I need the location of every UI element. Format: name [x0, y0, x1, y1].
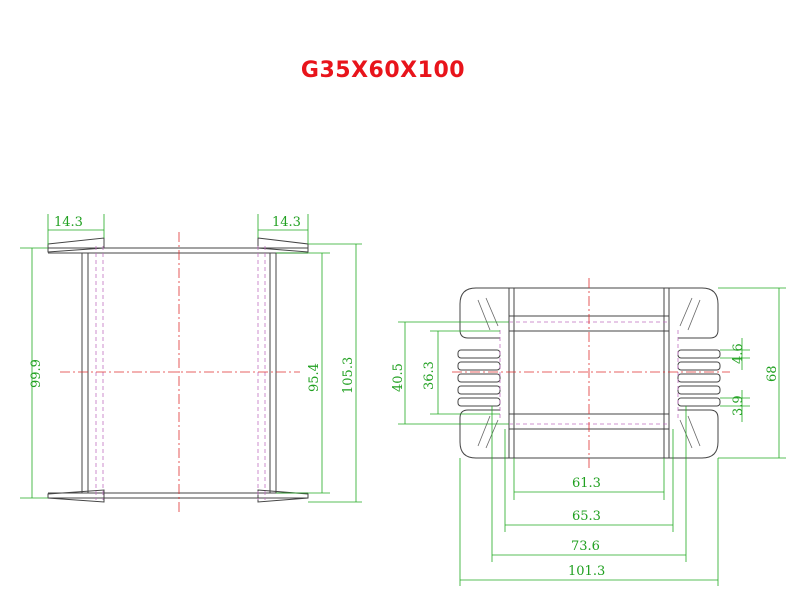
side-bottom-flange — [47, 489, 105, 503]
dim-total-height: 68 — [765, 365, 780, 382]
dim-fin-pitch: 4.6 — [731, 343, 746, 364]
dim-height-inner: 95.4 — [307, 363, 322, 392]
dim-height-outer: 99.9 — [29, 359, 44, 388]
dim-fin-thickness: 3.9 — [731, 395, 746, 416]
dim-top-right: 14.3 — [272, 215, 301, 230]
dim-top-left: 14.3 — [54, 215, 83, 230]
dim-width-61: 61.3 — [572, 476, 601, 491]
drawing-title: G35X60X100 — [300, 58, 466, 83]
dim-window-outer: 40.5 — [391, 363, 406, 392]
front-view — [398, 278, 786, 586]
dim-height-total: 105.3 — [341, 357, 356, 394]
dim-width-73: 73.6 — [571, 539, 600, 554]
dim-width-65: 65.3 — [572, 509, 601, 524]
dim-window-inner: 36.3 — [422, 361, 437, 390]
side-view — [20, 214, 362, 512]
dim-width-101: 101.3 — [568, 564, 605, 579]
